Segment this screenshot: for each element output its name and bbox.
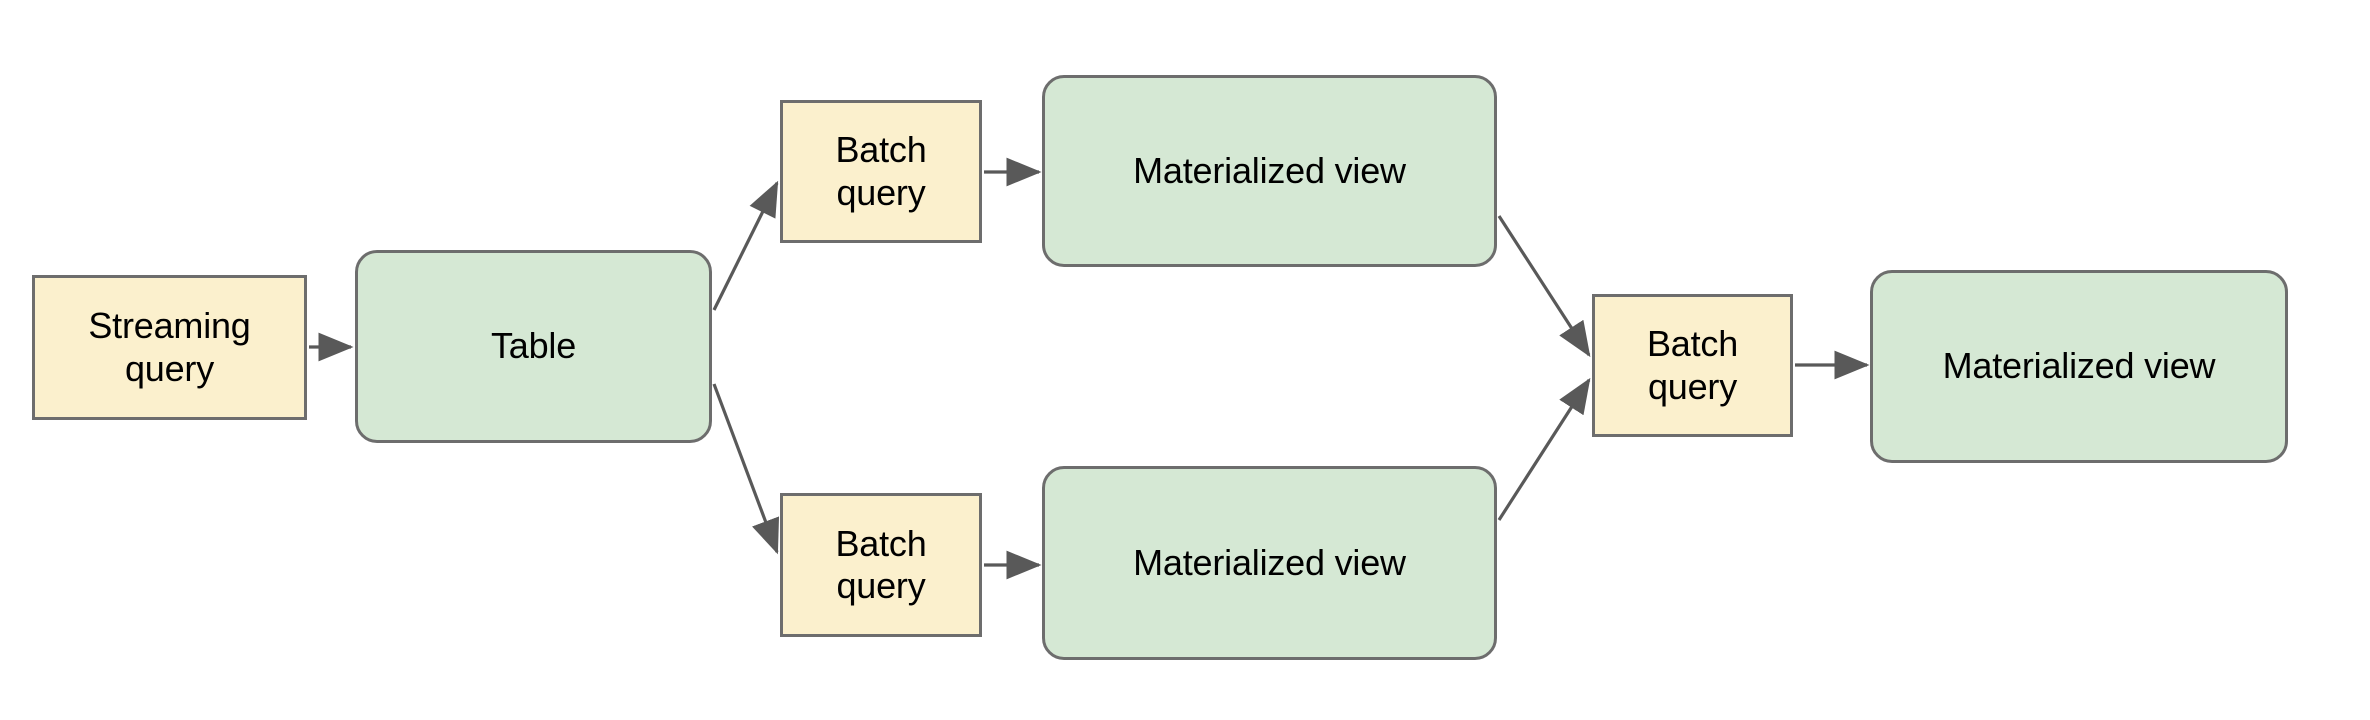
node-label: Materialized view (1133, 149, 1406, 191)
node-label: Table (490, 325, 577, 367)
node-materialized-view-bottom[interactable]: Materialized view (1042, 466, 1497, 660)
node-label: Materialized view (1942, 345, 2216, 387)
edge-mv-bottom-to-batch-merge (1497, 377, 1591, 521)
edge-table-to-batch-top (712, 180, 779, 311)
node-materialized-view-top[interactable]: Materialized view (1042, 75, 1497, 267)
node-batch-query-bottom[interactable]: Batch query (780, 493, 982, 637)
node-streaming-query[interactable]: Streaming query (32, 275, 307, 420)
edge-mv-top-to-batch-merge (1497, 215, 1591, 358)
node-batch-query-merge[interactable]: Batch query (1592, 294, 1793, 437)
node-label: Batch query (835, 129, 927, 213)
node-batch-query-top[interactable]: Batch query (780, 100, 982, 243)
node-materialized-view-final[interactable]: Materialized view (1870, 270, 2288, 463)
node-table[interactable]: Table (355, 250, 712, 443)
edge-table-to-batch-bottom (712, 383, 780, 555)
node-label: Batch query (835, 522, 927, 606)
node-label: Streaming query (88, 305, 251, 389)
node-label: Batch query (1646, 323, 1739, 407)
node-label: Materialized view (1133, 541, 1406, 583)
